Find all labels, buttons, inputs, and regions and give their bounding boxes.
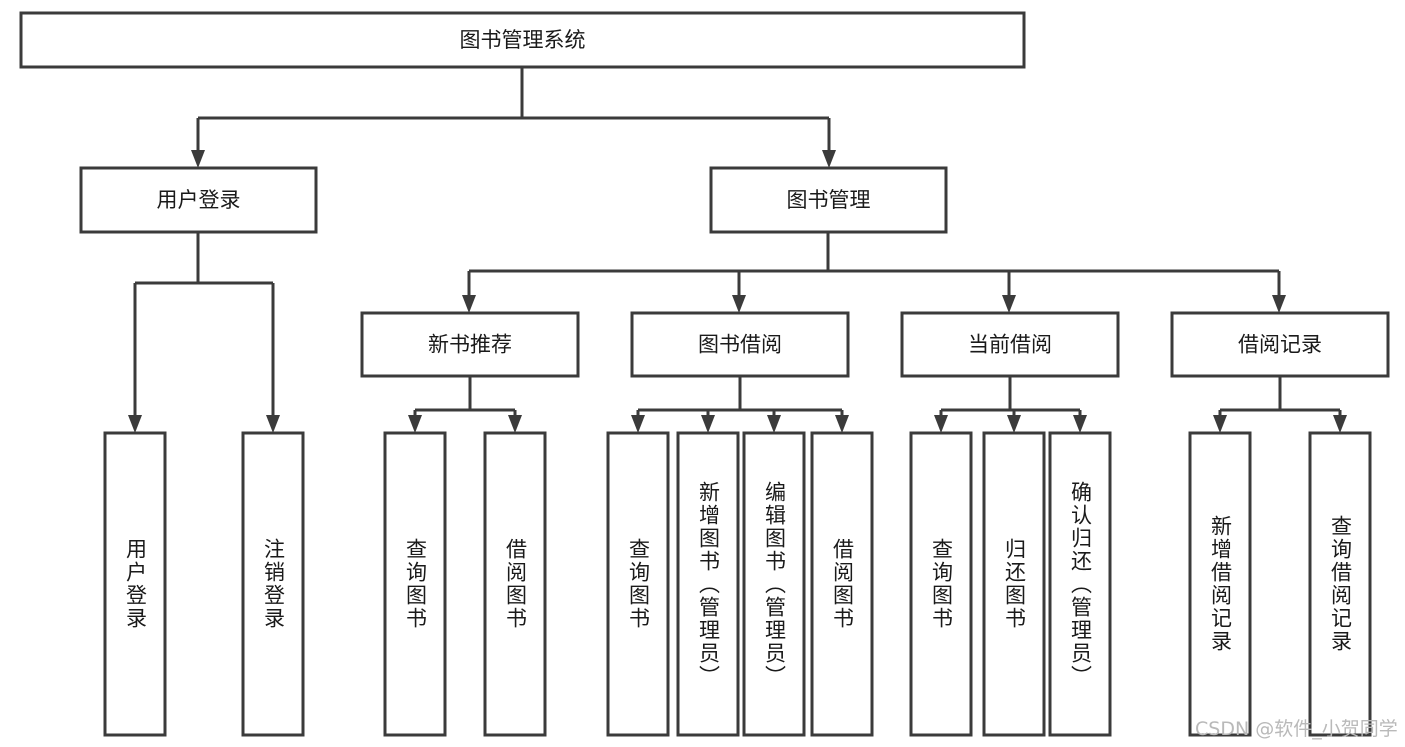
arrow-head (835, 415, 849, 433)
node-label: 图书管理系统 (460, 28, 586, 52)
node-box[interactable] (241, 431, 305, 737)
arrow-head (408, 415, 422, 433)
node-box[interactable] (103, 431, 167, 737)
node-leaf-confirm-return[interactable] (1048, 431, 1112, 737)
node-box[interactable] (909, 431, 973, 737)
node-label: 图书管理 (787, 188, 871, 212)
node-root[interactable]: 图书管理系统 (19, 11, 1026, 69)
node-book-borrow[interactable]: 图书借阅 (630, 311, 850, 378)
node-leaf-borrow-book-rec[interactable] (483, 431, 547, 737)
node-current-borrow[interactable]: 当前借阅 (900, 311, 1120, 378)
node-leaf-query-record[interactable] (1308, 431, 1372, 737)
arrow-head (1002, 295, 1016, 313)
arrow-head (767, 415, 781, 433)
arrow-head (701, 415, 715, 433)
connector-book-borrow (638, 376, 842, 412)
node-box[interactable] (676, 431, 740, 737)
node-box[interactable] (360, 311, 580, 378)
node-label: 借阅记录 (1238, 333, 1322, 357)
node-leaf-add-book[interactable] (676, 431, 740, 737)
arrow-head (934, 415, 948, 433)
connector-new-book-recommend (415, 376, 515, 412)
connector-book-manage (469, 232, 1279, 273)
arrow-head (462, 295, 476, 313)
node-box[interactable] (1170, 311, 1390, 378)
node-box[interactable] (1308, 431, 1372, 737)
arrow-head (1213, 415, 1227, 433)
connector-root (198, 67, 829, 120)
node-box[interactable] (900, 311, 1120, 378)
node-box[interactable] (483, 431, 547, 737)
connector-user-login (135, 232, 273, 285)
node-box[interactable] (79, 166, 318, 234)
arrow-head (822, 150, 836, 168)
node-borrow-record[interactable]: 借阅记录 (1170, 311, 1390, 378)
node-new-book-recommend[interactable]: 新书推荐 (360, 311, 580, 378)
arrow-head (631, 415, 645, 433)
node-box[interactable] (1188, 431, 1252, 737)
node-box[interactable] (810, 431, 874, 737)
arrow-head (732, 295, 746, 313)
node-label: 新书推荐 (428, 333, 512, 357)
connector-borrow-record (1220, 376, 1340, 412)
arrow-head (1272, 295, 1286, 313)
node-leaf-query-book-rec[interactable] (383, 431, 447, 737)
arrow-head (1007, 415, 1021, 433)
node-leaf-edit-book[interactable] (742, 431, 806, 737)
node-label: 用户登录 (157, 188, 241, 212)
node-box[interactable] (630, 311, 850, 378)
node-user-login[interactable]: 用户登录 (79, 166, 318, 234)
connector-edges (128, 67, 1347, 433)
arrow-head (1073, 415, 1087, 433)
node-leaf-user-login[interactable] (103, 431, 167, 737)
node-box[interactable] (606, 431, 670, 737)
watermark: CSDN @软件_小贺同学 (1195, 718, 1398, 740)
arrow-head (191, 150, 205, 168)
node-box[interactable] (982, 431, 1046, 737)
node-label: 当前借阅 (968, 333, 1052, 357)
node-leaf-query-book-borrow[interactable] (606, 431, 670, 737)
node-box[interactable] (1048, 431, 1112, 737)
arrow-head (1333, 415, 1347, 433)
connector-current-borrow (941, 376, 1080, 412)
node-leaf-logout[interactable] (241, 431, 305, 737)
node-box[interactable] (709, 166, 948, 234)
node-label: 图书借阅 (698, 333, 782, 357)
node-leaf-add-record[interactable] (1188, 431, 1252, 737)
arrow-head (508, 415, 522, 433)
node-leaf-borrow-book[interactable] (810, 431, 874, 737)
arrow-head (266, 415, 280, 433)
node-box[interactable] (19, 11, 1026, 69)
node-box[interactable] (383, 431, 447, 737)
node-leaf-query-book-cur[interactable] (909, 431, 973, 737)
node-book-manage[interactable]: 图书管理 (709, 166, 948, 234)
node-leaf-return-book[interactable] (982, 431, 1046, 737)
arrow-head (128, 415, 142, 433)
node-box[interactable] (742, 431, 806, 737)
